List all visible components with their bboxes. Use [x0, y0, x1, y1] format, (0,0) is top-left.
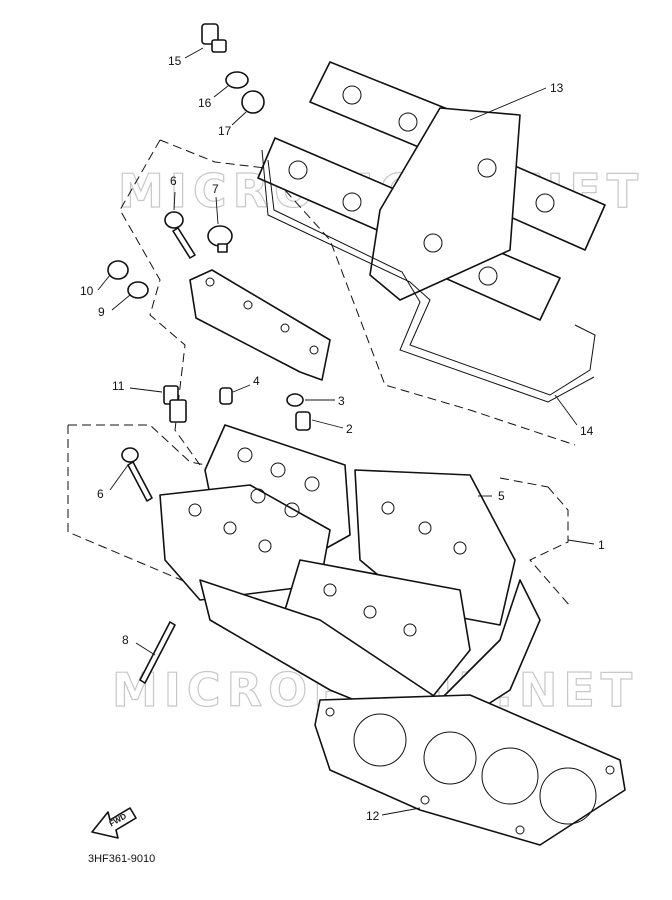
washer-3: [286, 393, 304, 407]
callout-6-lower: 6: [97, 487, 104, 501]
cover-gasket: [261, 149, 596, 403]
callout-12: 12: [366, 809, 380, 823]
callout-16: 16: [198, 96, 212, 110]
callout-1: 1: [598, 538, 605, 552]
plug-11: [163, 385, 187, 423]
seal-17: [241, 90, 265, 114]
callout-4: 4: [253, 374, 260, 388]
forward-arrow-icon: FWD: [91, 807, 137, 839]
dowel-pin-4: [219, 387, 233, 405]
callout-9: 9: [98, 305, 105, 319]
callout-11: 11: [112, 379, 125, 393]
callout-2: 2: [346, 422, 353, 436]
callout-14: 14: [580, 424, 594, 438]
cap-7: [207, 225, 233, 253]
callout-8: 8: [122, 633, 129, 647]
washer-16: [225, 71, 249, 89]
upper-assembly-outline: [119, 139, 576, 466]
cylinder-head-cover: [257, 61, 606, 321]
diagram-code: 3HF361-9010: [88, 853, 155, 865]
bolt-6-lower: [121, 447, 153, 502]
callout-7: 7: [212, 182, 219, 196]
cylinder-head-gasket: [314, 694, 626, 846]
callout-5: 5: [498, 489, 505, 503]
nut-10: [107, 260, 129, 280]
callout-17: 17: [218, 124, 232, 138]
callout-15: 15: [168, 54, 182, 68]
cap-nut-15: [201, 23, 227, 53]
callout-10: 10: [80, 284, 94, 298]
leader-lines: [97, 47, 595, 816]
callout-6-upper: 6: [170, 174, 177, 188]
callout-3: 3: [338, 394, 345, 408]
bolt-6-upper: [164, 211, 196, 259]
lower-assembly-outline: [67, 424, 571, 607]
washer-9: [127, 281, 149, 299]
stud-bolt-8: [139, 621, 176, 684]
plug-2: [295, 411, 311, 431]
camshaft-bracket: [189, 269, 331, 381]
callout-13: 13: [550, 81, 564, 95]
